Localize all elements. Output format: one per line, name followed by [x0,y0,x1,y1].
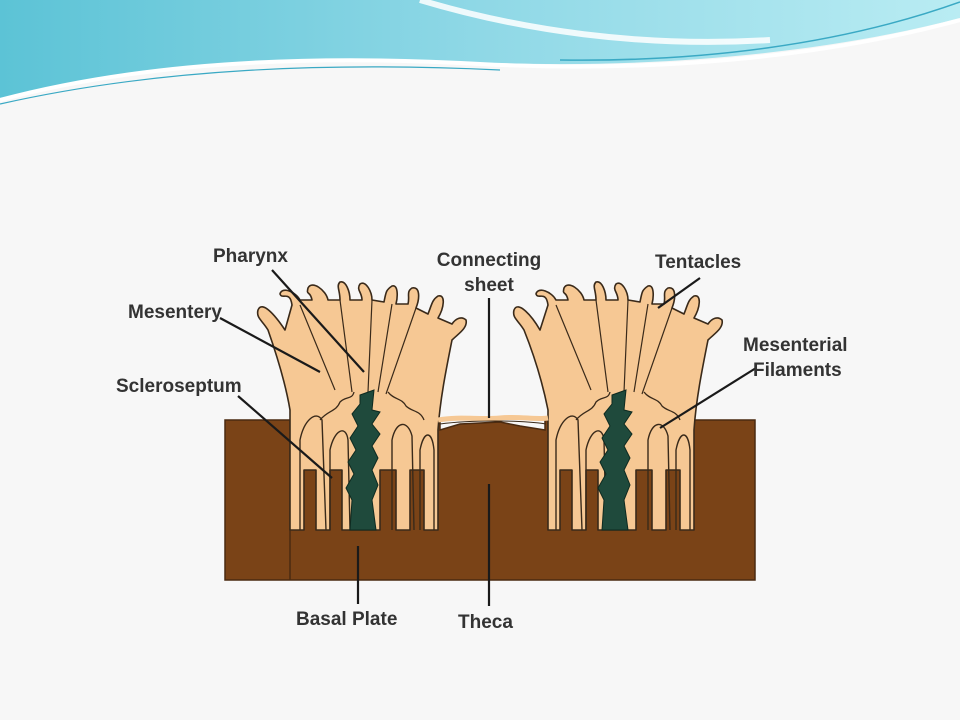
label-tentacles: Tentacles [655,252,741,273]
leader-mesentery [219,317,321,373]
label-pharynx: Pharynx [213,246,288,267]
leader-tentacles [657,277,701,309]
leader-scleroseptum [237,395,333,479]
label-mesenterial-line2: Filaments [753,360,842,381]
label-mesenterial-line1: Mesenterial [743,335,848,356]
label-mesentery: Mesentery [128,302,222,323]
left-polyp [256,281,468,531]
header-wave [0,0,960,105]
label-basal-plate: Basal Plate [296,609,397,630]
leader-lines [219,269,757,606]
leader-mesenterial [659,367,757,429]
left-pharynx [345,389,381,531]
right-polyp [512,281,724,531]
right-pharynx [597,389,633,531]
connecting-sheet [437,414,549,423]
label-connecting-line2: sheet [464,275,514,296]
label-theca: Theca [458,612,513,633]
label-connecting-line1: Connecting [437,250,542,271]
label-scleroseptum: Scleroseptum [116,376,242,397]
leader-pharynx [271,269,365,373]
